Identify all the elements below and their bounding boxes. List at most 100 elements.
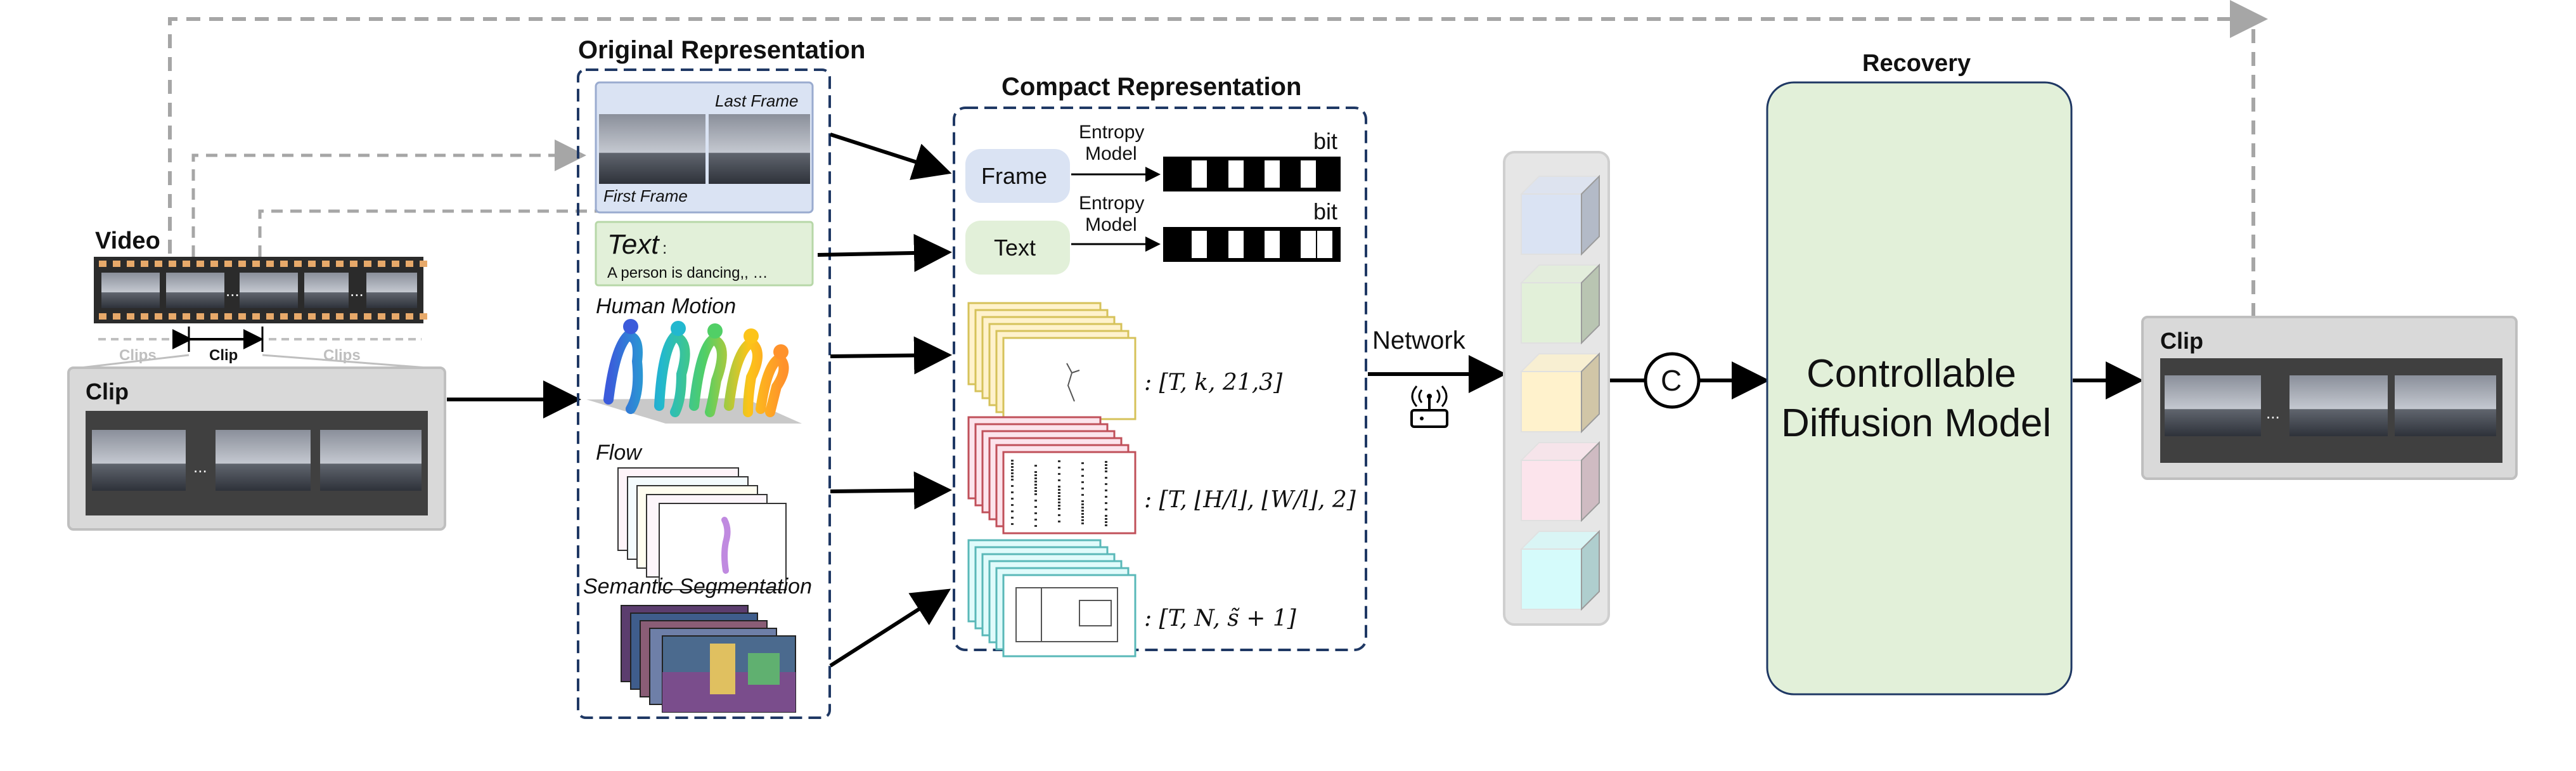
film-sprocket [280,261,288,267]
film-sprocket [210,313,218,320]
bit-cell [1301,231,1316,258]
text-pill-label: Text [994,235,1036,261]
flow-dot [1011,491,1014,493]
bit-cell [1228,160,1244,188]
film-sprocket [266,313,274,320]
flow-dot [1058,521,1060,522]
flow-dot [1011,504,1014,506]
latent-cube [1519,263,1601,345]
motion-tensor-stack [967,302,1137,420]
flow-dot [1105,477,1107,479]
flow-dot [1011,466,1014,468]
flow-dot [1011,498,1014,500]
flow-shape: : [T, ⌊H/l⌋, ⌊W/l⌋, 2] [1144,487,1356,513]
flow-dot [1058,505,1060,507]
flow-dot [1058,508,1060,510]
flow-dot [1034,481,1037,483]
latent-cube-column [1503,151,1610,626]
bit-cell [1228,231,1244,258]
input-clip-ellipsis: ... [193,457,207,476]
flow-dot [1011,476,1014,477]
flow-dot [1058,467,1060,469]
film-sprocket [364,313,371,320]
film-sprocket [141,313,148,320]
film-sprocket [336,313,344,320]
flow-dot [1034,500,1037,502]
flow-dot [1058,489,1060,491]
flow-dot [1011,469,1014,471]
film-sprocket [224,313,232,320]
flow-dot [1105,496,1107,498]
frame-pill-label: Frame [981,163,1047,189]
diffusion-model-box [1766,81,2073,696]
flow-dot [1034,519,1037,521]
compact-representation: Compact Representation Frame Entropy Mod… [953,73,1367,658]
flow-dot [1034,474,1037,476]
flow-dot [1081,519,1084,521]
flow-dot [1105,470,1107,472]
frame-pill [965,149,1070,203]
film-sprocket [406,313,413,320]
flow-dot [1081,469,1084,470]
output-clip-ellipsis: ... [2266,403,2280,422]
flow-dot [1081,488,1084,489]
film-sprocket [294,261,302,267]
text-prompt-box: Text : A person is dancing,, … [595,221,814,287]
flow-dot [1011,463,1014,465]
flow-dot [1058,479,1060,481]
film-sprocket [350,261,357,267]
latent-cube [1519,174,1601,256]
first-frame-label: First Frame [603,186,688,205]
latent-cube [1519,352,1601,434]
film-sprocket [196,313,204,320]
segmentation-visual: Semantic Segmentation [583,574,812,713]
flow-dot [1034,490,1037,492]
text-caption: A person is dancing,, … [607,264,768,282]
flow-dot [1105,524,1107,526]
flow-dot [1105,518,1107,520]
flow-dot [1034,487,1037,489]
film-sprocket [155,261,162,267]
text-bitstream-row: Text Entropy Model bit [965,193,1341,275]
diffusion-line-1: Controllable [1806,352,2016,396]
film-sprocket [99,313,106,320]
tensor-layer [1002,337,1137,420]
bit-cell [1301,160,1316,188]
flow-dot [1081,522,1084,524]
antenna-icon [1410,386,1448,428]
segment-sketch [1015,587,1118,642]
film-sprocket [169,261,176,267]
flow-dot [1105,461,1107,463]
flow-dot [1081,507,1084,509]
text-colon: : [662,238,667,257]
flow-dot [1081,513,1084,515]
flow-dot [1058,498,1060,500]
film-sprocket [99,261,106,267]
original-title: Original Representation [578,36,865,64]
flow-dot [1034,506,1037,508]
flow-dot [1058,486,1060,488]
clip-brackets: Clips Clip Clips [98,327,422,364]
film-sprocket [392,261,399,267]
flow-dot [1058,514,1060,516]
human-motion-label: Human Motion [596,294,736,318]
bit-cell [1192,231,1207,258]
flow-dot [1011,523,1014,525]
flow-dot [1034,477,1037,479]
film-sprocket [322,261,330,267]
film-sprocket [238,261,246,267]
flow-dot [1011,472,1014,474]
original-representation: Original Representation Last Frame First… [577,36,865,719]
flow-dot [1105,509,1107,510]
film-sprocket [113,313,120,320]
film-sprocket [406,261,413,267]
output-clip-box: Clip ... [2141,316,2518,480]
film-strip: ... ... [94,257,427,323]
film-sprocket [280,313,288,320]
bit-cell [1317,231,1332,258]
entropy-label-1a: Entropy [1079,122,1144,143]
arrows-original-to-compact [817,133,952,668]
flow-dot [1105,502,1107,504]
film-sprocket [196,261,204,267]
video-title: Video [95,228,160,254]
